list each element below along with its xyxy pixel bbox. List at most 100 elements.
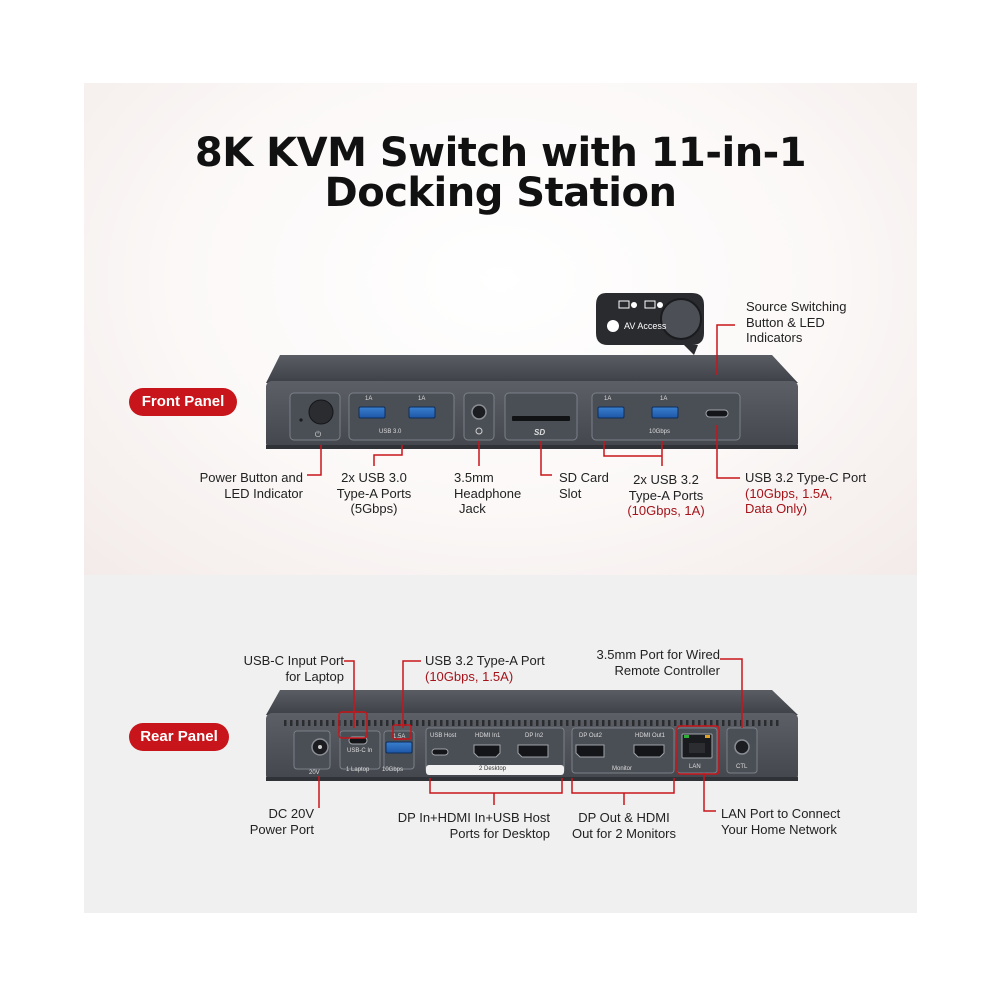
usb-a-rating: 1.5A <box>393 734 406 740</box>
usb30-group-label: USB 3.0 <box>379 429 402 435</box>
vent-slot <box>368 720 371 726</box>
vent-slot <box>380 720 383 726</box>
vent-slot <box>668 720 671 726</box>
vent-slot <box>410 720 413 726</box>
vent-slot <box>698 720 701 726</box>
vent-slot <box>620 720 623 726</box>
vent-slot <box>548 720 551 726</box>
hdmi-in1-label: HDMI In1 <box>475 733 501 739</box>
vent-slot <box>752 720 755 726</box>
label-headphone-jack: 3.5mm Headphone Jack <box>454 470 522 516</box>
vent-slot <box>680 720 683 726</box>
front-section-background <box>84 83 917 575</box>
laptop-label: 1 Laptop <box>346 767 370 773</box>
vent-slot <box>398 720 401 726</box>
vent-slot <box>554 720 557 726</box>
vent-slot <box>446 720 449 726</box>
label-sd-slot: SD Card Slot <box>559 470 609 501</box>
vent-slot <box>578 720 581 726</box>
usb30-port2-rating: 1A <box>418 396 426 402</box>
front-callout-lines <box>307 324 740 479</box>
dp-out2-label: DP Out2 <box>579 733 602 739</box>
vent-slot <box>530 720 533 726</box>
hdmi-out1-label: HDMI Out1 <box>635 733 666 739</box>
dc-rating: 20V <box>309 770 320 776</box>
vent-slot <box>704 720 707 726</box>
label-usb32-typec: USB 3.2 Type-C Port (10Gbps, 1.5A, Data … <box>745 470 867 516</box>
vent-slot <box>440 720 443 726</box>
vent-slot <box>320 720 323 726</box>
label-source-switching: Source Switching Button & LED Indicators <box>746 299 847 345</box>
label-remote-port: 3.5mm Port for Wired Remote Controller <box>596 647 720 678</box>
vent-slot <box>308 720 311 726</box>
vent-slot <box>608 720 611 726</box>
vent-slot <box>362 720 365 726</box>
vent-slot <box>332 720 335 726</box>
usb32-port1-rating: 1A <box>604 396 612 402</box>
usb30-port1-rating: 1A <box>365 396 373 402</box>
page-title: 8K KVM Switch with 11-in-1 Docking Stati… <box>84 133 917 213</box>
av-access-logo: AV Access <box>624 321 667 331</box>
vent-slot <box>428 720 431 726</box>
vent-slot <box>716 720 719 726</box>
label-lan-port: LAN Port to Connect Your Home Network <box>721 806 841 837</box>
vent-slot <box>458 720 461 726</box>
vent-slot <box>692 720 695 726</box>
vent-slot <box>422 720 425 726</box>
vent-slot <box>746 720 749 726</box>
vent-slot <box>686 720 689 726</box>
label-power-button: Power Button and LED Indicator <box>199 470 303 501</box>
svg-text:⏻: ⏻ <box>315 430 322 439</box>
vent-slot <box>602 720 605 726</box>
label-usb32-type-a: USB 3.2 Type-A Port (10Gbps, 1.5A) <box>425 653 545 684</box>
vent-slot <box>416 720 419 726</box>
vent-slot <box>500 720 503 726</box>
dp-in2-label: DP In2 <box>525 733 544 739</box>
vent-slot <box>512 720 515 726</box>
vent-slot <box>494 720 497 726</box>
vent-slot <box>674 720 677 726</box>
vent-slot <box>722 720 725 726</box>
vent-slot <box>566 720 569 726</box>
product-infographic: 8K KVM Switch with 11-in-1 Docking Stati… <box>84 83 917 913</box>
vent-slot <box>374 720 377 726</box>
monitor-label: Monitor <box>612 766 633 772</box>
vent-slot <box>590 720 593 726</box>
vent-slot <box>476 720 479 726</box>
vent-slot <box>290 720 293 726</box>
vent-slot <box>452 720 455 726</box>
vent-slot <box>662 720 665 726</box>
vent-slot <box>728 720 731 726</box>
vent-slot <box>326 720 329 726</box>
title-line-2: Docking Station <box>324 170 677 216</box>
vent-slot <box>464 720 467 726</box>
vent-slot <box>542 720 545 726</box>
usb-host-label: USB Host <box>430 733 457 739</box>
usbc-in-label: USB-C In <box>347 748 373 754</box>
vent-slot <box>584 720 587 726</box>
label-desktop-ports: DP In+HDMI In+USB Host Ports for Desktop <box>397 810 550 841</box>
vent-slot <box>632 720 635 726</box>
vent-slot <box>638 720 641 726</box>
vent-slot <box>710 720 713 726</box>
vent-slot <box>488 720 491 726</box>
vent-slot <box>572 720 575 726</box>
vent-slot <box>770 720 773 726</box>
vent-slot <box>506 720 509 726</box>
front-panel-device: ⏻ <box>266 355 798 449</box>
vent-slot <box>392 720 395 726</box>
desktop-label: 2 Desktop <box>479 766 507 772</box>
vent-slot <box>734 720 737 726</box>
vent-slot <box>626 720 629 726</box>
vent-slot <box>644 720 647 726</box>
vent-slot <box>296 720 299 726</box>
usb-a-speed: 10Gbps <box>382 767 404 773</box>
vent-slot <box>434 720 437 726</box>
rear-panel-device <box>266 690 798 781</box>
vent-slot <box>302 720 305 726</box>
vent-slot <box>470 720 473 726</box>
usb32-group-label: 10Gbps <box>649 429 671 435</box>
rear-callout-lines <box>318 658 743 812</box>
sd-logo: SD <box>534 428 546 437</box>
label-monitor-ports: DP Out & HDMI Out for 2 Monitors <box>571 810 677 841</box>
